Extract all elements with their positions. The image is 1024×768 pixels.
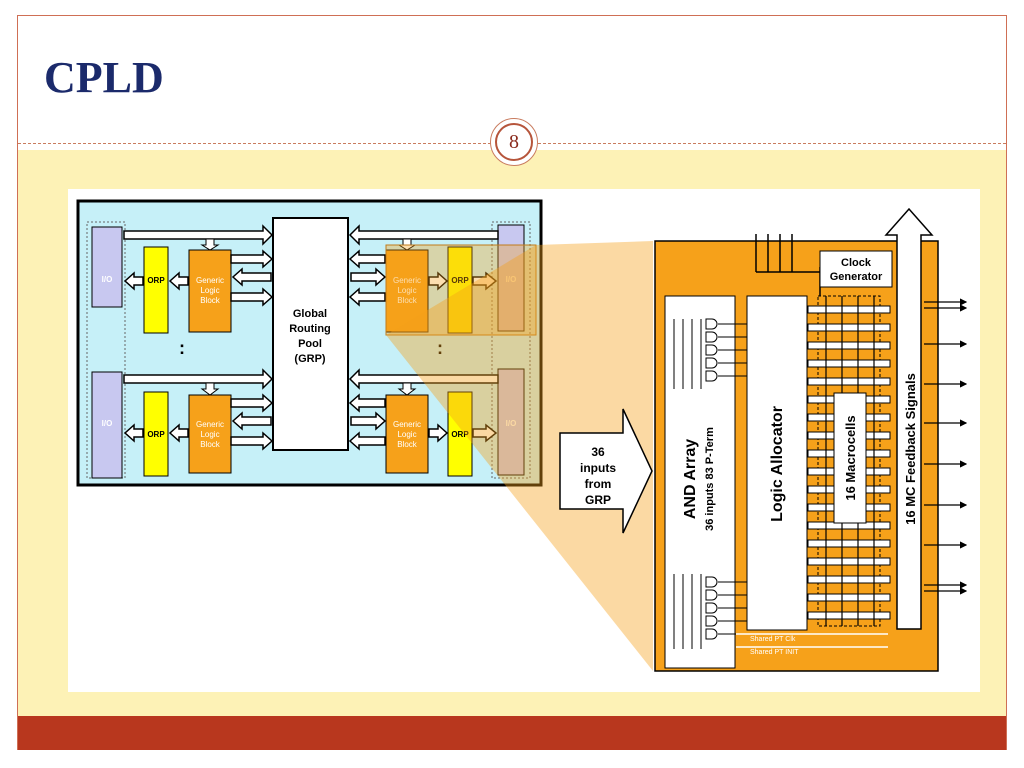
ellipsis-right: : <box>437 338 443 358</box>
and-array-sub: 36 inputs 83 P-Term <box>704 427 716 531</box>
glb-label-2: Logic <box>200 430 219 439</box>
page-number-badge: 8 <box>490 118 538 166</box>
cpld-diagram: Global Routing Pool (GRP) I/O ORP Generi… <box>68 189 980 692</box>
glb-label-1: Generic <box>393 276 421 285</box>
glb-label-3: Block <box>397 440 418 449</box>
macrocells-box <box>833 392 867 524</box>
glb-label-2: Logic <box>200 286 219 295</box>
zoom-projection <box>386 241 653 671</box>
inputs-label-1: 36 <box>591 445 605 459</box>
glb-label-1: Generic <box>393 420 421 429</box>
orp-label: ORP <box>451 430 469 439</box>
glb-label-1: Generic <box>196 276 224 285</box>
and-array-title: AND Array <box>682 439 699 519</box>
shared-pt-clk: Shared PT Clk <box>750 636 796 643</box>
inputs-label-3: from <box>585 477 612 491</box>
orp-block <box>143 246 169 334</box>
glb-block <box>188 394 232 474</box>
glb-block <box>188 249 232 333</box>
orp-label: ORP <box>147 276 165 285</box>
orp-block <box>447 246 473 334</box>
footer-bar <box>18 716 1006 750</box>
grp-label-1: Global <box>293 308 327 320</box>
io-block <box>91 226 123 308</box>
slide-title: CPLD <box>44 53 164 102</box>
ellipsis-left: : <box>179 338 185 358</box>
cpld-overview: Global Routing Pool (GRP) I/O ORP Generi… <box>76 199 543 487</box>
orp-block <box>143 391 169 477</box>
glb-detail: 36 inputs from GRP AND Array 36 inputs 8… <box>559 207 968 672</box>
orp-label: ORP <box>451 276 469 285</box>
io-block <box>91 371 123 479</box>
io-label: I/O <box>102 275 113 284</box>
io-block <box>497 368 525 476</box>
inputs-label-4: GRP <box>585 493 611 507</box>
clock-generator <box>819 250 893 288</box>
io-block <box>497 224 525 332</box>
grp-label-2: Routing <box>289 323 331 335</box>
down-arrows <box>200 238 417 396</box>
grp-label-4: (GRP) <box>294 353 326 365</box>
inputs-arrow <box>559 408 653 534</box>
macrocells-frame <box>817 295 881 627</box>
glb-label-2: Logic <box>397 430 416 439</box>
grp-box <box>272 217 349 451</box>
glb-label-3: Block <box>200 440 221 449</box>
glb-label-3: Block <box>397 296 418 305</box>
bus-arrows <box>123 224 499 451</box>
io-label: I/O <box>506 419 517 428</box>
zoom-highlight <box>385 244 537 336</box>
logic-allocator-label: Logic Allocator <box>769 406 786 522</box>
macrocells-label: 16 Macrocells <box>843 415 858 500</box>
output-pins <box>924 298 968 595</box>
shared-pt-init: Shared PT INIT <box>750 649 799 656</box>
orp-block <box>447 391 473 477</box>
orp-label: ORP <box>147 430 165 439</box>
glb-label-3: Block <box>200 296 221 305</box>
feedback-label: 16 MC Feedback Signals <box>903 373 918 525</box>
glb-block <box>385 394 429 474</box>
glb-label-2: Logic <box>397 286 416 295</box>
inputs-label-2: inputs <box>580 461 616 475</box>
and-array <box>664 295 736 669</box>
feedback-arrow <box>884 207 934 630</box>
page-number: 8 <box>495 123 533 161</box>
io-label: I/O <box>102 419 113 428</box>
grp-label-3: Pool <box>298 338 322 350</box>
clock-generator-label-2: Generator <box>830 271 883 283</box>
clock-generator-label-1: Clock <box>841 257 872 269</box>
glb-label-1: Generic <box>196 420 224 429</box>
io-label: I/O <box>506 275 517 284</box>
logic-allocator <box>746 295 808 631</box>
